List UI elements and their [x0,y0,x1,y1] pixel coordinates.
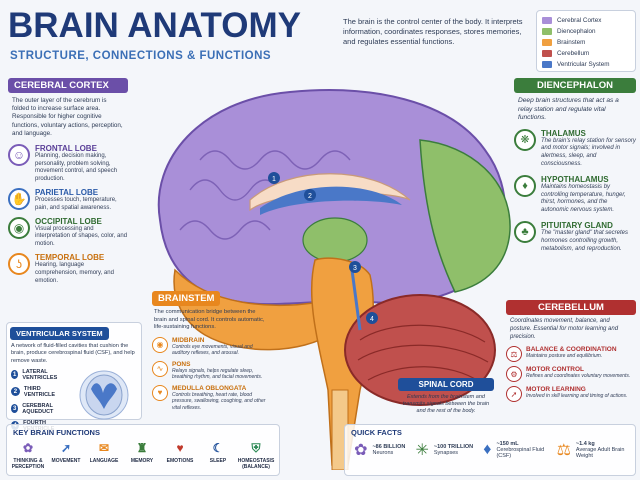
function-item: ☾SLEEP [209,441,227,464]
legend-swatch [542,50,552,57]
intro-text: The brain is the control center of the b… [343,17,523,47]
function-item: ♜MEMORY [130,441,154,464]
cerebellum-heading: CEREBELLUM [506,300,636,315]
legend-swatch [542,39,552,46]
function-item: ✿THINKING & PERCEPTION [11,441,45,470]
ventricular-heading: VENTRICULAR SYSTEM [10,327,109,340]
function-item: ✉LANGUAGE [89,441,119,464]
legend-item: Diencephalon [542,26,630,37]
drop-icon: ♦ [483,441,492,458]
brainstem-heading: BRAINSTEM [152,291,221,306]
diencephalon-panel: DIENCEPHALON Deep brain structures that … [514,78,636,259]
balance-icon: ⚖ [506,346,522,363]
ear-icon: ʖ [8,253,30,276]
eye-icon: ◉ [8,216,30,239]
page-subtitle: STRUCTURE, CONNECTIONS & FUNCTIONS [10,50,272,62]
hand-icon: ✋ [8,188,30,211]
thalamus-shape [302,217,368,263]
spinal-cord-desc: Extends from the brainstem and transmits… [402,394,490,415]
brainstem-panel: BRAINSTEM The communication bridge betwe… [152,288,270,415]
brainstem-desc: The communication bridge between the bra… [154,309,265,331]
heart-icon: ♥ [176,441,184,455]
shield-icon: ⛨ [251,440,261,455]
diencephalon-desc: Deep brain structures that act as a rela… [518,97,619,122]
ventricular-panel: VENTRICULAR SYSTEM A network of fluid-fi… [6,322,142,432]
legend-item: Ventricular System [542,59,630,70]
drop-icon: ♦ [514,174,536,197]
legend-swatch [542,17,552,24]
person-head-icon: ☺ [8,143,30,166]
speech-icon: ✉ [98,441,110,455]
svg-text:1: 1 [272,176,276,183]
legend-swatch [542,28,552,35]
legend: Cerebral Cortex Diencephalon Brainstem C… [536,10,636,72]
occipital-shape [419,139,511,293]
eye-icon: ◉ [152,336,168,353]
cerebellum-panel: CEREBELLUM Coordinates movement, balance… [506,300,636,406]
heart-icon: ♥ [152,384,168,401]
svg-text:4: 4 [370,316,374,323]
brain-icon: ✿ [22,441,34,455]
relay-icon: ❋ [514,128,536,151]
neuron-icon: ✳ [415,442,429,459]
memory-icon: ♜ [136,441,148,455]
function-item: ⛨HOMEOSTASIS (BALANCE) [237,440,275,471]
cerebral-cortex-heading: CEREBRAL CORTEX [8,78,128,93]
bed-icon: ☾ [212,441,224,455]
cerebellum-folia [357,324,489,383]
lateral-ventricle-shape [260,186,402,215]
ventricular-desc: A network of fluid-filled cavities that … [11,343,135,364]
legend-item: Cerebellum [542,48,630,59]
brain-illustration: 1 2 3 4 [157,89,511,470]
page-title: BRAIN ANATOMY [8,6,301,45]
svg-text:2: 2 [308,193,312,200]
function-item: ➚MOVEMENT [51,441,81,464]
legend-item: Cerebral Cortex [542,15,630,26]
spinal-cord-heading: SPINAL CORD [398,378,494,391]
brain-icon: ✿ [354,442,368,459]
gland-icon: ♣ [514,221,536,244]
legend-item: Brainstem [542,37,630,48]
cerebral-cortex-desc: The outer layer of the cerebrum is folde… [12,97,123,137]
wave-icon: ∿ [152,360,168,377]
key-functions-heading: KEY BRAIN FUNCTIONS [13,428,100,437]
diencephalon-heading: DIENCEPHALON [514,78,636,93]
cerebellum-shape [344,294,496,406]
svg-text:3: 3 [353,265,357,272]
function-item: ♥EMOTIONS [166,441,194,464]
key-functions-panel: KEY BRAIN FUNCTIONS ✿THINKING & PERCEPTI… [6,424,280,476]
aqueduct-shape [350,269,362,331]
runner-icon: ➚ [60,441,72,455]
ventricle-diagram [79,370,129,420]
quick-facts-heading: QUICK FACTS [351,428,402,437]
scale-icon: ⚖ [556,442,571,459]
cerebellum-desc: Coordinates movement, balance, and postu… [510,318,619,340]
spinal-cord-panel: SPINAL CORD Extends from the brainstem a… [398,378,494,418]
cerebral-cortex-panel: CEREBRAL CORTEX The outer layer of the c… [8,78,128,289]
gear-icon: ⚙ [506,366,522,383]
legend-swatch [542,61,552,68]
runner-icon: ➚ [506,386,522,403]
